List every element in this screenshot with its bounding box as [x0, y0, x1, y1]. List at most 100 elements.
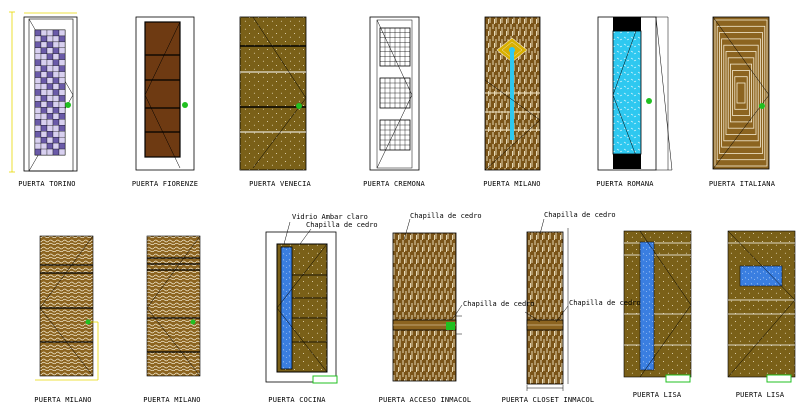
panel-ring [734, 76, 748, 110]
glass-cell [40, 95, 48, 102]
glass-cell [34, 71, 42, 78]
glass-cell [52, 131, 60, 138]
glass-cell [34, 77, 42, 84]
door-handle-icon [190, 319, 196, 325]
glass-cell [34, 65, 42, 72]
panel-ring [716, 25, 766, 161]
glass-cell [40, 125, 48, 132]
door-cremona [369, 16, 420, 171]
glass-cell [58, 35, 66, 43]
caption-cremona: PUERTA CREMONA [363, 180, 425, 188]
glass-cell [34, 125, 42, 132]
annotation-chapilla-acceso-side: Chapilla de cedro [463, 300, 535, 308]
glass-cell [40, 65, 48, 72]
glass-cell [40, 77, 48, 84]
door-torino [9, 11, 78, 173]
glass-cell [58, 53, 66, 60]
glass-cell [34, 59, 42, 66]
door-romana [597, 16, 673, 171]
glass-cell [58, 142, 66, 150]
caption-lisa-1: PUERTA LISA [632, 391, 682, 399]
glass-cell [46, 142, 54, 150]
glass-cell [52, 101, 60, 108]
door-venecia [239, 16, 307, 171]
glass-cell [34, 95, 42, 102]
caption-romana: PUERTA ROMANA [596, 180, 654, 188]
panel-ring [723, 44, 759, 142]
glass-cell [34, 47, 42, 54]
glass-cell [46, 125, 54, 132]
annotation-chapilla-closet-top: Chapilla de cedro [544, 211, 616, 219]
panel-ring [736, 82, 746, 104]
caption-torino: PUERTA TORINO [18, 180, 76, 188]
annotation-chapilla-acceso-top: Chapilla de cedro [410, 212, 482, 220]
door-milano-1 [35, 235, 99, 381]
glass-cell [58, 95, 66, 102]
door-acceso [392, 218, 463, 382]
glass-cell [46, 41, 54, 49]
glass-cell [52, 142, 60, 150]
glass-cell [58, 113, 66, 120]
glass-cell [46, 65, 54, 72]
door-handle-icon [296, 103, 302, 109]
panel-ring [714, 19, 768, 167]
glass-cell [46, 107, 54, 114]
glass-cell [52, 53, 60, 60]
glass-cell [58, 77, 66, 84]
glass-cell [34, 83, 42, 90]
glass-cell [58, 148, 66, 156]
caption-milano-2: PUERTA MILANO [143, 396, 201, 404]
glass-cell [52, 107, 60, 114]
panel-ring [727, 57, 755, 129]
glass-cell [40, 113, 48, 120]
annotation-chapilla-closet-side: Chapilla de cedro [569, 299, 641, 307]
glass-cell [52, 148, 60, 156]
glass-cell [58, 107, 66, 114]
glass-cell [40, 142, 48, 150]
caption-venecia: PUERTA VENECIA [249, 180, 311, 188]
panel-ring [721, 38, 761, 148]
glass-cell [52, 83, 60, 90]
glass-cell [34, 53, 42, 60]
caption-italiana: PUERTA ITALIANA [708, 180, 776, 188]
glass-cell [40, 29, 48, 37]
door-cocina [265, 221, 338, 384]
caption-lisa-2: PUERTA LISA [735, 391, 785, 399]
glass-cell [52, 136, 60, 144]
glass-cell [34, 101, 42, 108]
panel-ring [730, 63, 753, 123]
glass-cell [46, 29, 54, 37]
glass-cell [58, 89, 66, 96]
glass-cell [40, 148, 48, 156]
glass-cell [52, 59, 60, 66]
glass-cell [46, 71, 54, 78]
glass-cell [40, 47, 48, 54]
glass-cell [34, 148, 42, 156]
glass-cell [58, 71, 66, 78]
glass-cell [52, 89, 60, 96]
glass-cell [34, 113, 42, 120]
door-handle-icon [65, 102, 71, 108]
glass-cell [58, 125, 66, 132]
glass-cell [40, 59, 48, 66]
glass-cell [52, 35, 60, 43]
glass-cell [58, 136, 66, 144]
glass-cell [40, 131, 48, 138]
glass-cell [40, 107, 48, 114]
door-closet [524, 218, 569, 391]
glass-cell [58, 83, 66, 90]
panel-ring [725, 51, 757, 135]
glass-cell [46, 136, 54, 144]
annotation-chapilla-cocina: Chapilla de cedro [306, 221, 378, 229]
glass-cell [40, 89, 48, 96]
glass-cell [34, 35, 42, 43]
caption-milano-top: PUERTA MILANO [483, 180, 541, 188]
glass-cell [58, 29, 66, 37]
glass-cell [46, 119, 54, 126]
glass-cell [34, 136, 42, 144]
glass-cell [52, 41, 60, 49]
glass-cell [40, 83, 48, 90]
glass-cell [34, 29, 42, 37]
caption-milano-1: PUERTA MILANO [34, 396, 92, 404]
